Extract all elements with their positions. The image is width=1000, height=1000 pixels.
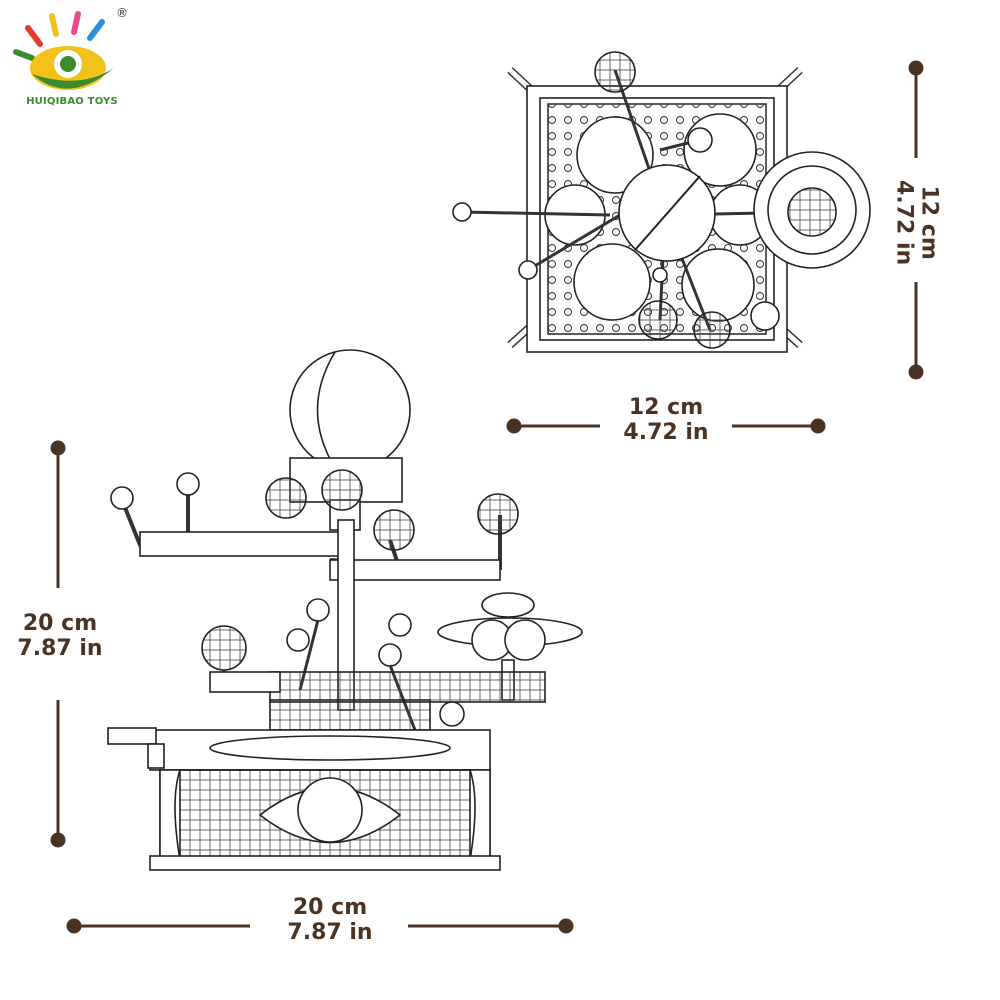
- orrery-top-view: [452, 51, 871, 353]
- orrery-front-view: [107, 349, 583, 871]
- front-view-height-cm: 20 cm: [22, 611, 98, 636]
- logo-emblem: [13, 11, 114, 90]
- dimension-lines: [50, 60, 924, 934]
- front-view-width-cm: 20 cm: [292, 895, 368, 920]
- top-view-height-label: 12 cm 4.72 in: [891, 163, 942, 283]
- top-view-height-in: 4.72 in: [892, 180, 917, 266]
- brand-name: HUIQIBAO TOYS: [26, 96, 118, 107]
- top-view-height-cm: 12 cm: [916, 185, 942, 260]
- front-view-height-in: 7.87 in: [17, 635, 103, 661]
- front-view-width-in: 7.87 in: [287, 919, 373, 945]
- front-view-width-label: 20 cm 7.87 in: [268, 895, 392, 945]
- top-view-width-label: 12 cm 4.72 in: [606, 395, 726, 445]
- front-view-height-label: 20 cm 7.87 in: [4, 611, 116, 661]
- top-view-width-cm: 12 cm: [628, 395, 704, 420]
- brand-logo: HUIQIBAO TOYS: [10, 10, 130, 110]
- registered-mark: ®: [116, 6, 128, 20]
- top-view-width-in: 4.72 in: [623, 419, 709, 445]
